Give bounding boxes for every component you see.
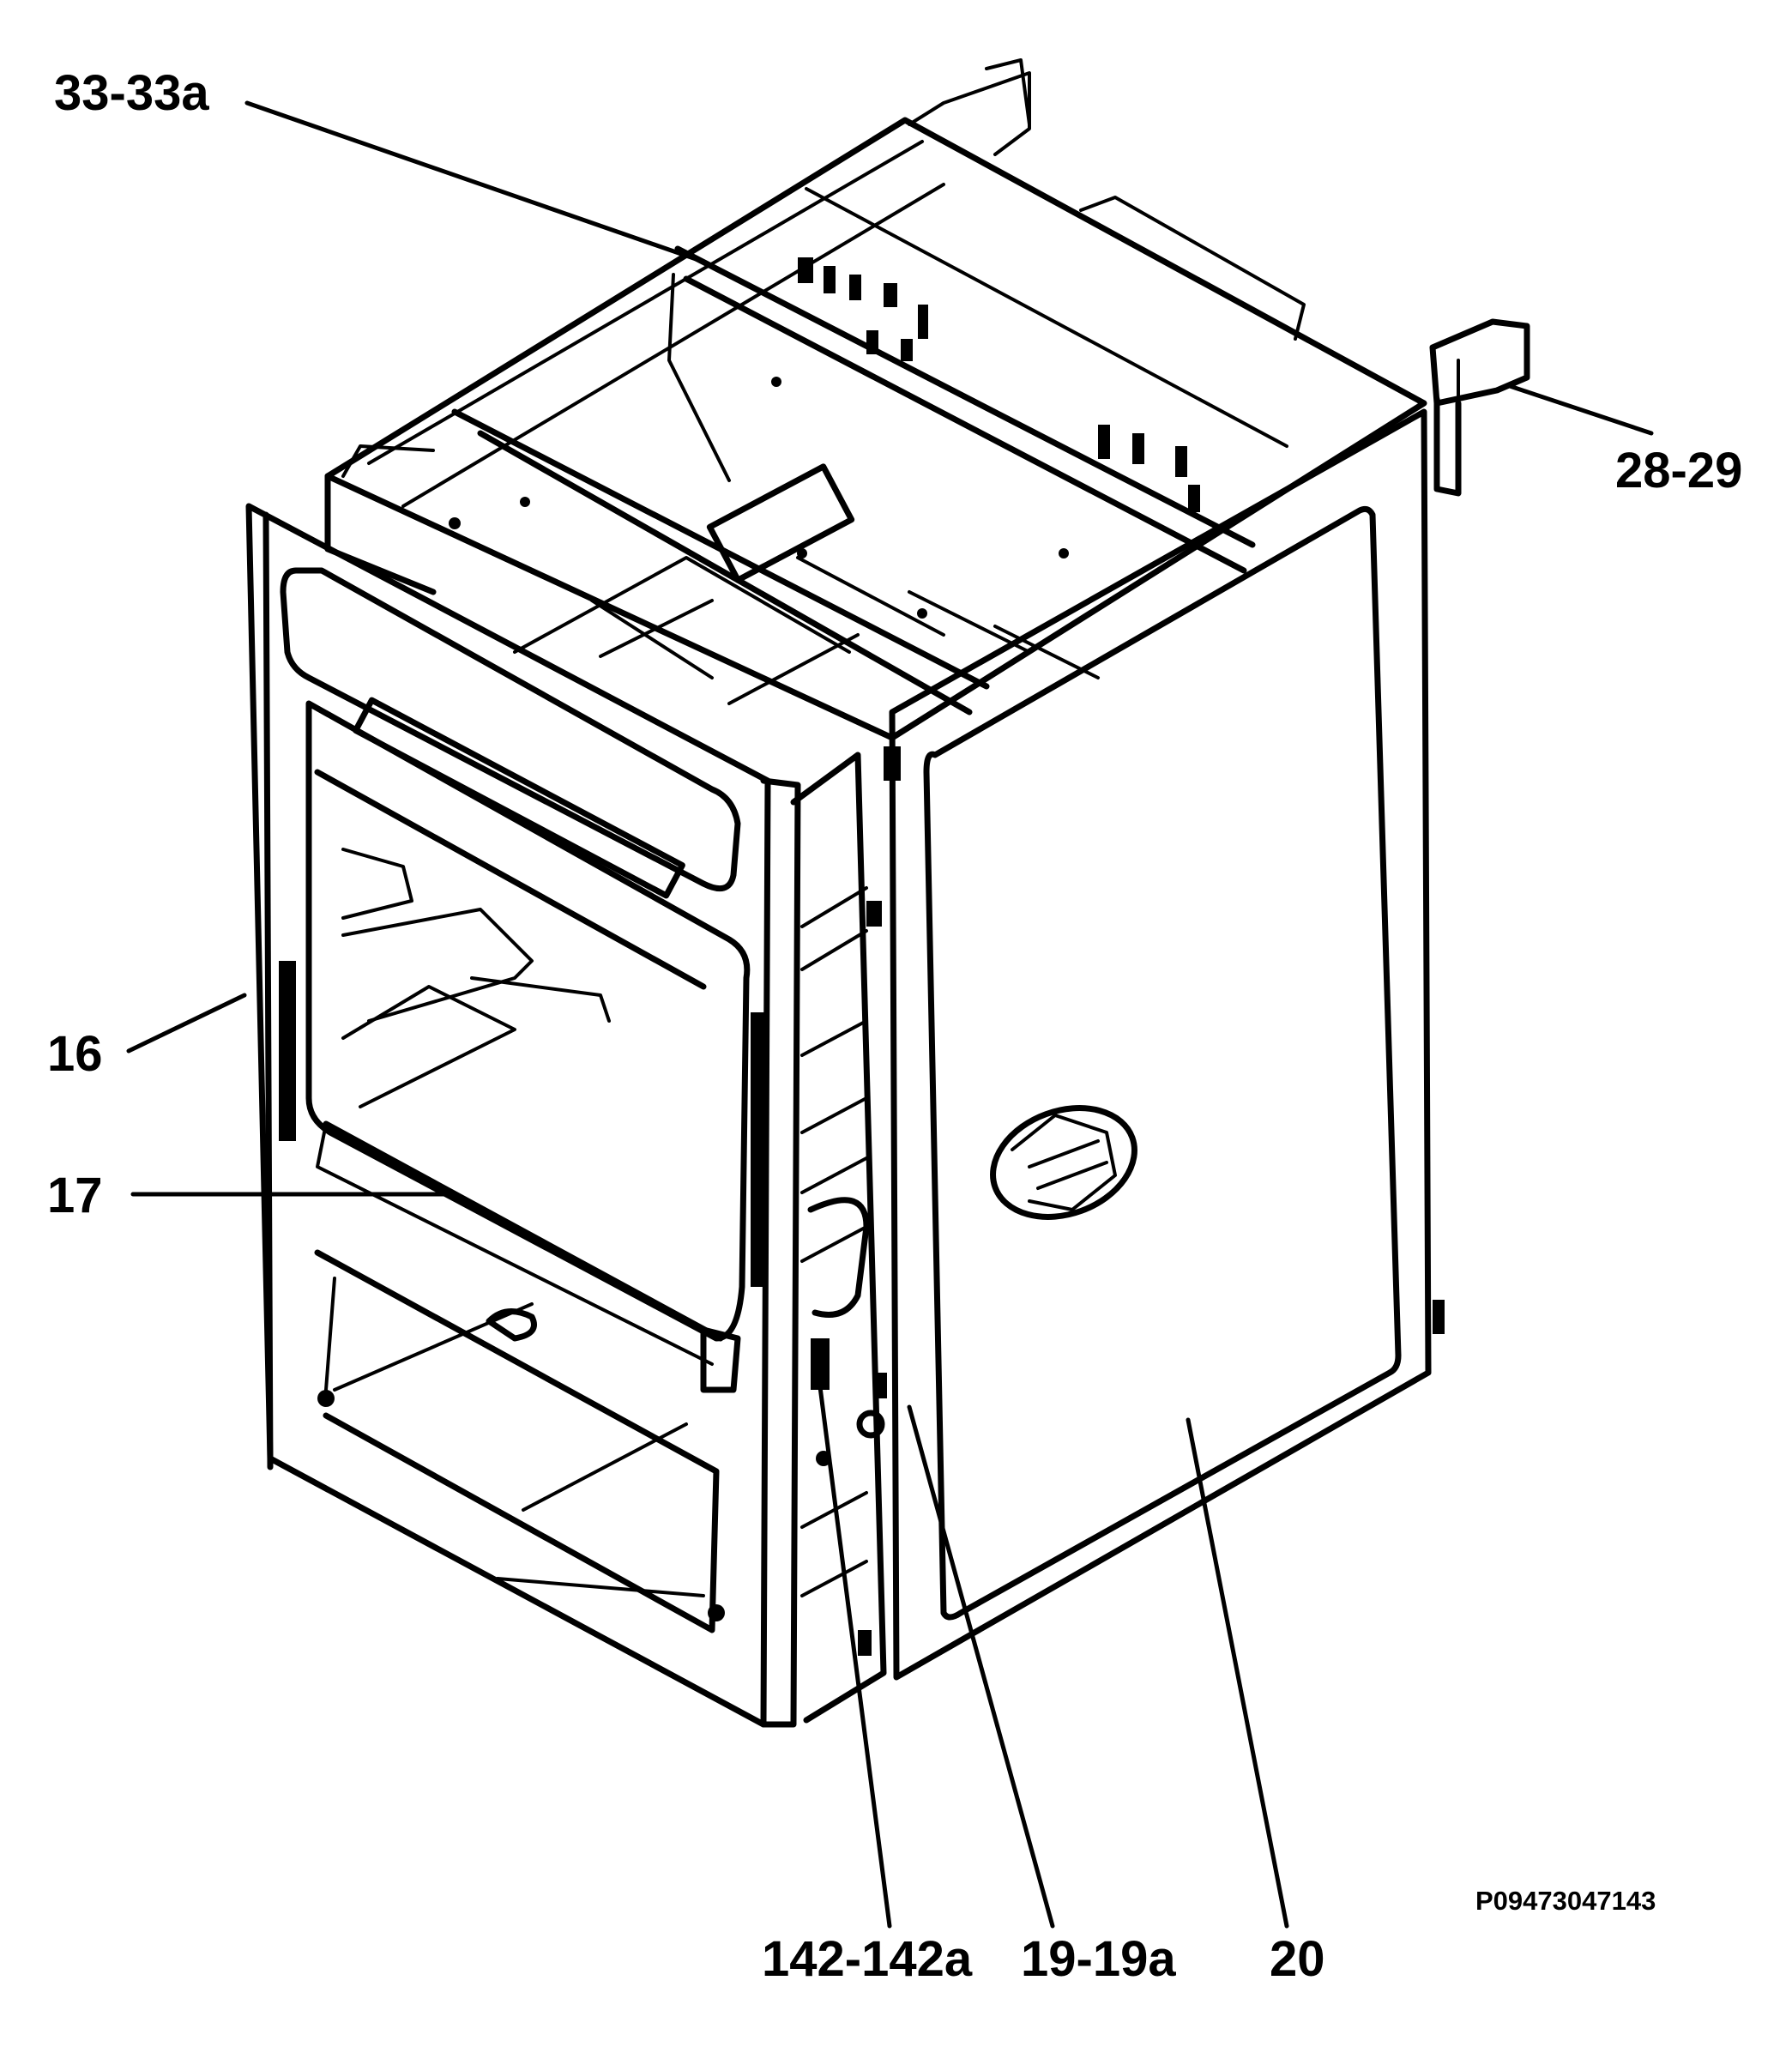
leader-142-142a: [812, 1344, 892, 1929]
leader-33-33a: [244, 100, 706, 264]
callout-19-19a: 19-19a: [1021, 1931, 1176, 1987]
document-id: P09473047143: [1475, 1886, 1656, 1916]
callout-28-29: 28-29: [1615, 443, 1743, 498]
leader-16: [126, 993, 247, 1054]
side-bracket-28-29: [1429, 318, 1530, 497]
front-frame: [245, 503, 801, 1728]
side-rails: [790, 752, 887, 1724]
leader-20: [1186, 1417, 1289, 1929]
callout-16: 16: [47, 1026, 103, 1082]
leader-19-19a: [907, 1404, 1055, 1929]
callout-142-142a: 142-142a: [762, 1931, 973, 1987]
side-panel-20: [884, 408, 1445, 1681]
callout-17: 17: [47, 1168, 103, 1223]
leader-28-29: [1507, 383, 1654, 436]
top-frame: [324, 58, 1427, 741]
callout-20: 20: [1270, 1931, 1325, 1987]
callout-33-33a: 33-33a: [54, 65, 209, 121]
